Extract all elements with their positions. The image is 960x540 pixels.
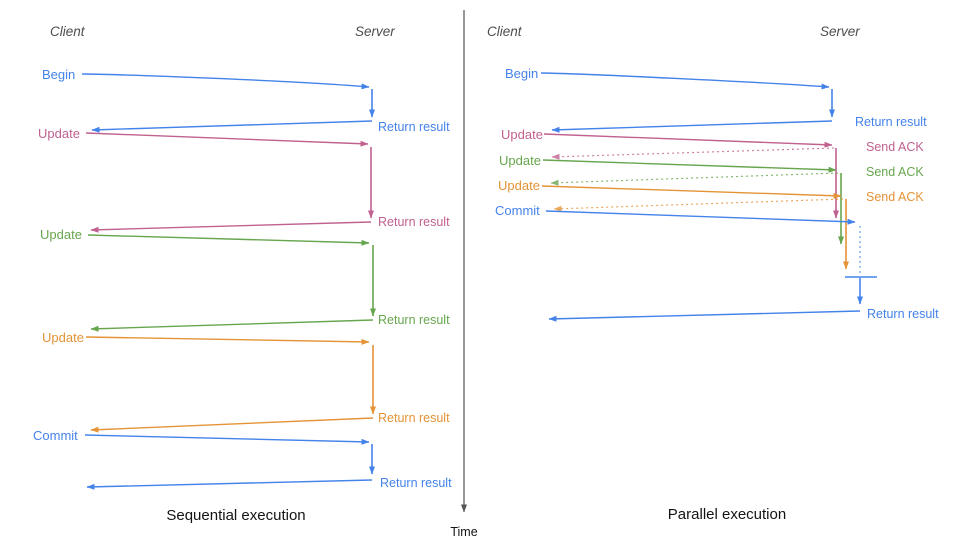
- par-commit-request-line: [545, 210, 856, 225]
- seq-update3-return-line: [90, 417, 374, 433]
- seq-update2-request-line: [87, 234, 370, 246]
- par-commit-response-label: Return result: [867, 307, 939, 321]
- par-update1-ack-label: Send ACK: [866, 140, 924, 154]
- seq-commit-label: Commit: [33, 428, 78, 443]
- par-update3-request-line: [541, 185, 842, 199]
- sequential-panel: Client Server Begin Return result Update…: [33, 24, 452, 524]
- par-update2-request-line: [542, 159, 837, 173]
- sequential-caption: Sequential execution: [166, 507, 305, 524]
- seq-update2-response-label: Return result: [378, 313, 450, 327]
- par-update1-label: Update: [501, 127, 543, 142]
- par-commit-label: Commit: [495, 203, 540, 218]
- par-client-lifeline-label: Client: [487, 24, 523, 39]
- par-update1-request-line: [543, 133, 833, 148]
- seq-commit-response-label: Return result: [380, 476, 452, 490]
- seq-update3-response-label: Return result: [378, 411, 450, 425]
- time-axis-label: Time: [450, 525, 477, 539]
- par-commit-return-line: [548, 310, 861, 322]
- par-update2-ack-line: [550, 172, 839, 186]
- par-server-lifeline-label: Server: [820, 24, 860, 39]
- seq-update1-response-label: Return result: [378, 215, 450, 229]
- seq-update1-label: Update: [38, 126, 80, 141]
- par-update2-ack-label: Send ACK: [866, 165, 924, 179]
- parallel-caption: Parallel execution: [668, 506, 786, 523]
- seq-update3-label: Update: [42, 330, 84, 345]
- par-update3-label: Update: [498, 178, 540, 193]
- seq-begin-return-line: [91, 120, 373, 133]
- par-update3-ack-line: [553, 198, 844, 212]
- par-begin-response-label: Return result: [855, 115, 927, 129]
- seq-update2-label: Update: [40, 227, 82, 242]
- seq-update3-request-line: [85, 336, 370, 345]
- par-update3-ack-label: Send ACK: [866, 190, 924, 204]
- seq-commit-request-line: [84, 434, 370, 445]
- seq-commit-return-line: [86, 479, 373, 490]
- par-begin-label: Begin: [505, 66, 538, 81]
- par-update1-ack-line: [551, 147, 835, 160]
- seq-update2-return-line: [90, 319, 374, 332]
- seq-client-lifeline-label: Client: [50, 24, 86, 39]
- par-begin-request-line: [540, 72, 830, 90]
- seq-begin-response-label: Return result: [378, 120, 450, 134]
- parallel-panel: Client Server Begin Return result Update…: [487, 24, 939, 523]
- seq-server-lifeline-label: Server: [355, 24, 395, 39]
- par-update2-label: Update: [499, 153, 541, 168]
- seq-begin-request-line: [81, 73, 370, 90]
- seq-begin-label: Begin: [42, 67, 75, 82]
- par-begin-return-line: [551, 120, 833, 133]
- seq-update1-return-line: [90, 221, 372, 233]
- seq-update1-request-line: [85, 132, 369, 147]
